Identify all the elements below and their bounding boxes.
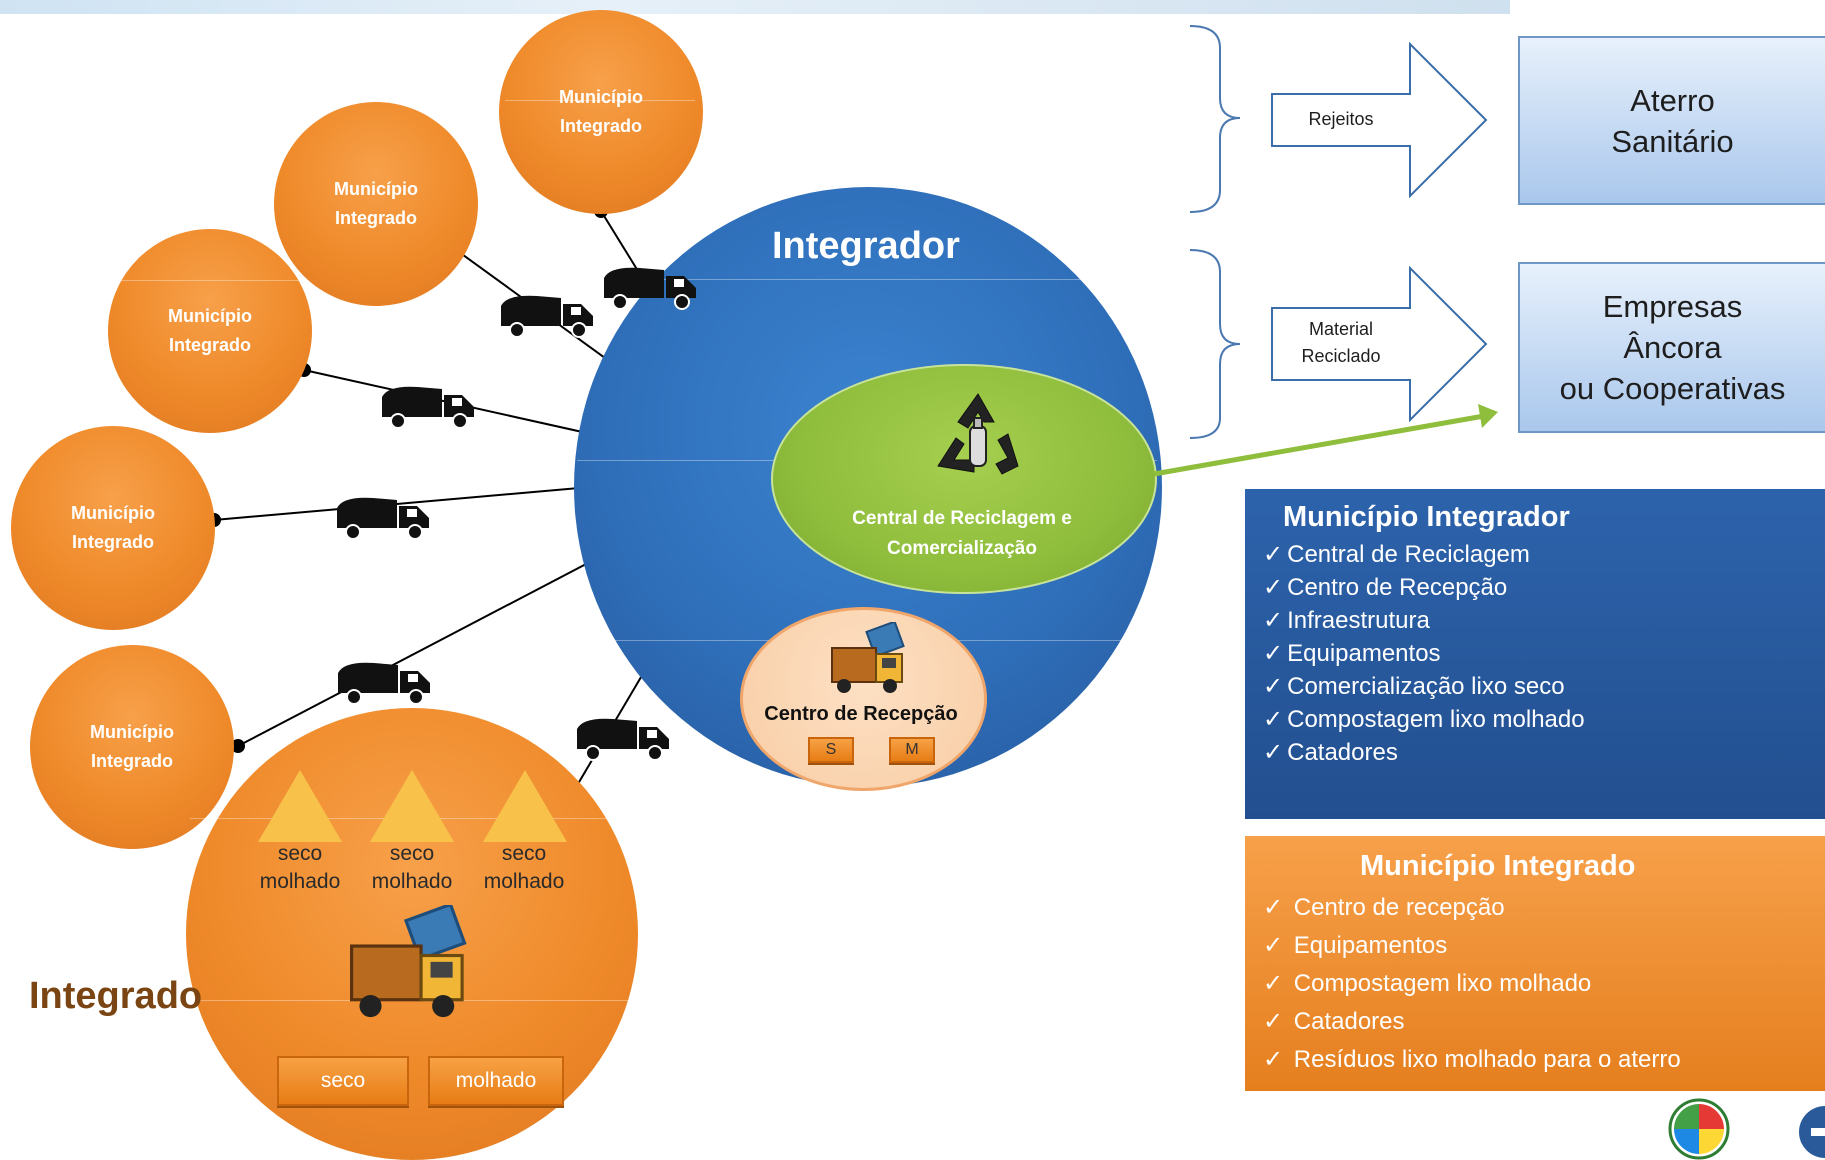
- truck-icon: [501, 295, 593, 338]
- municipio-line2: Integrado: [168, 335, 251, 355]
- municipio-line2: Integrado: [71, 532, 154, 552]
- flow-label-line1: Material: [1308, 319, 1374, 339]
- municipio-line1: Município: [559, 87, 643, 107]
- divider-line: [505, 100, 695, 101]
- pile-triangle: [483, 770, 567, 842]
- central-reciclagem-ellipse[interactable]: [771, 364, 1157, 594]
- flow-label-line1: Rejeitos: [1308, 109, 1374, 129]
- dest-line1: Aterro: [1630, 82, 1715, 118]
- material-reciclado-label: Material Reciclado: [1272, 316, 1410, 370]
- pile-bottom: molhado: [483, 870, 565, 893]
- divider-line: [620, 279, 1090, 280]
- truck-icon: [604, 267, 696, 310]
- brace-shape: [1189, 25, 1241, 213]
- municipio-line1: Município: [168, 306, 252, 326]
- pile-top: seco: [277, 842, 323, 865]
- panel-integrador-title: Município Integrador: [1283, 501, 1570, 533]
- municipio-integrado-circle[interactable]: Município Integrado: [499, 10, 703, 214]
- truck-icon: [338, 662, 430, 705]
- dest-line3: ou Cooperativas: [1559, 371, 1786, 406]
- top-banner-strip: [0, 0, 1510, 14]
- pile-triangle: [370, 770, 454, 842]
- arrow-shape: [1271, 265, 1488, 423]
- brace-shape: [1189, 249, 1241, 439]
- flow-label-line2: Reciclado: [1301, 346, 1381, 366]
- pile-bottom: molhado: [371, 870, 453, 893]
- pile-triangle: [258, 770, 342, 842]
- list-item: ✓ Centro de recepção: [1263, 894, 1505, 921]
- municipio-line2: Integrado: [559, 116, 642, 136]
- central-label: Central de Reciclagem e Comercialização: [800, 504, 1124, 564]
- truck-icon: [382, 386, 474, 429]
- pile-bottom: molhado: [259, 870, 341, 893]
- municipio-line2: Integrado: [334, 208, 417, 228]
- integrado-label: Integrado: [29, 975, 203, 1017]
- list-item: ✓Infraestrutura: [1263, 607, 1430, 634]
- list-item: ✓ Compostagem lixo molhado: [1263, 970, 1592, 997]
- municipio-integrado-panel: Município Integrado ✓ Centro de recepção…: [1245, 836, 1825, 1091]
- aterro-sanitario-box[interactable]: Aterro Sanitário: [1518, 36, 1825, 205]
- central-line2: Comercialização: [887, 538, 1037, 559]
- pile-label: seco molhado: [357, 840, 467, 896]
- list-item: ✓Compostagem lixo molhado: [1263, 706, 1585, 733]
- garbage-truck-icon: [350, 905, 467, 1018]
- municipio-integrado-circle[interactable]: Município Integrado: [30, 645, 234, 849]
- municipio-line1: Município: [90, 722, 174, 742]
- municipio-integrado-circle[interactable]: Município Integrado: [108, 229, 312, 433]
- municipio-line1: Município: [334, 179, 418, 199]
- municipio-line2: Integrado: [90, 751, 173, 771]
- central-line1: Central de Reciclagem e: [852, 508, 1072, 529]
- reception-title: Centro de Recepção: [764, 703, 958, 725]
- municipio-integrado-circle[interactable]: Município Integrado: [274, 102, 478, 306]
- dest-line2: Sanitário: [1611, 123, 1734, 159]
- truck-icon: [337, 497, 429, 540]
- pile-top: seco: [389, 842, 435, 865]
- pile-label: seco molhado: [245, 840, 355, 896]
- list-item: ✓Central de Reciclagem: [1263, 541, 1530, 568]
- seco-button[interactable]: seco: [277, 1056, 409, 1106]
- list-item: ✓Centro de Recepção: [1263, 574, 1508, 601]
- municipio-integrador-panel: Município Integrador ✓Central de Recicla…: [1245, 489, 1825, 819]
- empresas-ancora-box[interactable]: Empresas Âncora ou Cooperativas: [1518, 262, 1825, 433]
- list-item: ✓ Resíduos lixo molhado para o aterro: [1263, 1046, 1681, 1073]
- nav-icon[interactable]: [1795, 1104, 1825, 1160]
- centro-recepcao-ellipse[interactable]: [740, 607, 987, 791]
- pie-logo-icon[interactable]: [1668, 1098, 1730, 1160]
- pile-top: seco: [501, 842, 547, 865]
- list-item: ✓Catadores: [1263, 739, 1398, 766]
- recycle-icon: [937, 393, 1019, 475]
- rejeitos-label: Rejeitos: [1272, 106, 1410, 133]
- garbage-truck-icon: [831, 622, 905, 693]
- list-item: ✓ Catadores: [1263, 1008, 1405, 1035]
- municipio-line1: Município: [71, 503, 155, 523]
- m-button[interactable]: M: [889, 737, 935, 763]
- molhado-button[interactable]: molhado: [428, 1056, 564, 1106]
- dest-line1: Empresas: [1602, 289, 1743, 324]
- pile-label: seco molhado: [469, 840, 579, 896]
- divider-line: [112, 280, 308, 281]
- integrador-title: Integrador: [772, 225, 960, 267]
- flow-arrows: [1189, 25, 1488, 439]
- green-arrow: [1153, 404, 1498, 477]
- dest-line2: Âncora: [1623, 330, 1722, 365]
- truck-icon: [577, 718, 669, 761]
- list-item: ✓ Equipamentos: [1263, 932, 1448, 959]
- list-item: ✓Comercialização lixo seco: [1263, 673, 1565, 700]
- arrow-shape: [1271, 41, 1488, 199]
- panel-integrado-title: Município Integrado: [1360, 850, 1636, 882]
- municipio-integrado-circle[interactable]: Município Integrado: [11, 426, 215, 630]
- list-item: ✓Equipamentos: [1263, 640, 1441, 667]
- s-button[interactable]: S: [808, 737, 854, 763]
